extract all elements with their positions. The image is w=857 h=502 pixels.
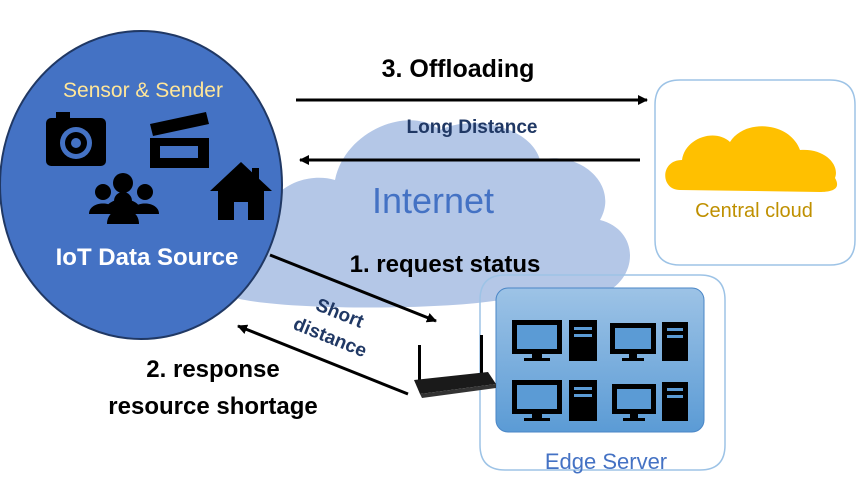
wifi-router-icon <box>414 335 496 398</box>
desktop-computer-icon <box>610 322 688 361</box>
edge-server-label: Edge Server <box>545 449 667 474</box>
central-cloud-label: Central cloud <box>695 200 813 222</box>
camera-icon <box>46 112 106 166</box>
internet-cloud <box>220 120 630 308</box>
clapperboard-icon <box>150 112 209 168</box>
request-status-label: 1. request status <box>350 251 541 278</box>
offloading-label: 3. Offloading <box>382 55 535 83</box>
response-arrow <box>237 324 409 396</box>
long-distance-label: Long Distance <box>407 117 538 138</box>
central-cloud-frame <box>654 79 856 266</box>
desktop-computer-icon <box>612 382 688 421</box>
iot-data-source-title: IoT Data Source <box>56 244 239 271</box>
response-label-line-1: 2. response <box>146 356 279 383</box>
iot-data-source <box>0 30 283 340</box>
central-cloud-icon <box>665 126 838 192</box>
people-group-icon <box>89 173 159 224</box>
house-icon <box>210 162 272 220</box>
sensor-sender-label: Sensor & Sender <box>63 79 223 102</box>
desktop-computer-icon <box>512 380 597 421</box>
desktop-computer-icon <box>512 320 597 361</box>
edge-server-frame <box>479 274 726 471</box>
request-status-arrow <box>269 253 437 323</box>
internet-label: Internet <box>372 180 494 221</box>
response-label-line-2: resource shortage <box>108 393 317 420</box>
